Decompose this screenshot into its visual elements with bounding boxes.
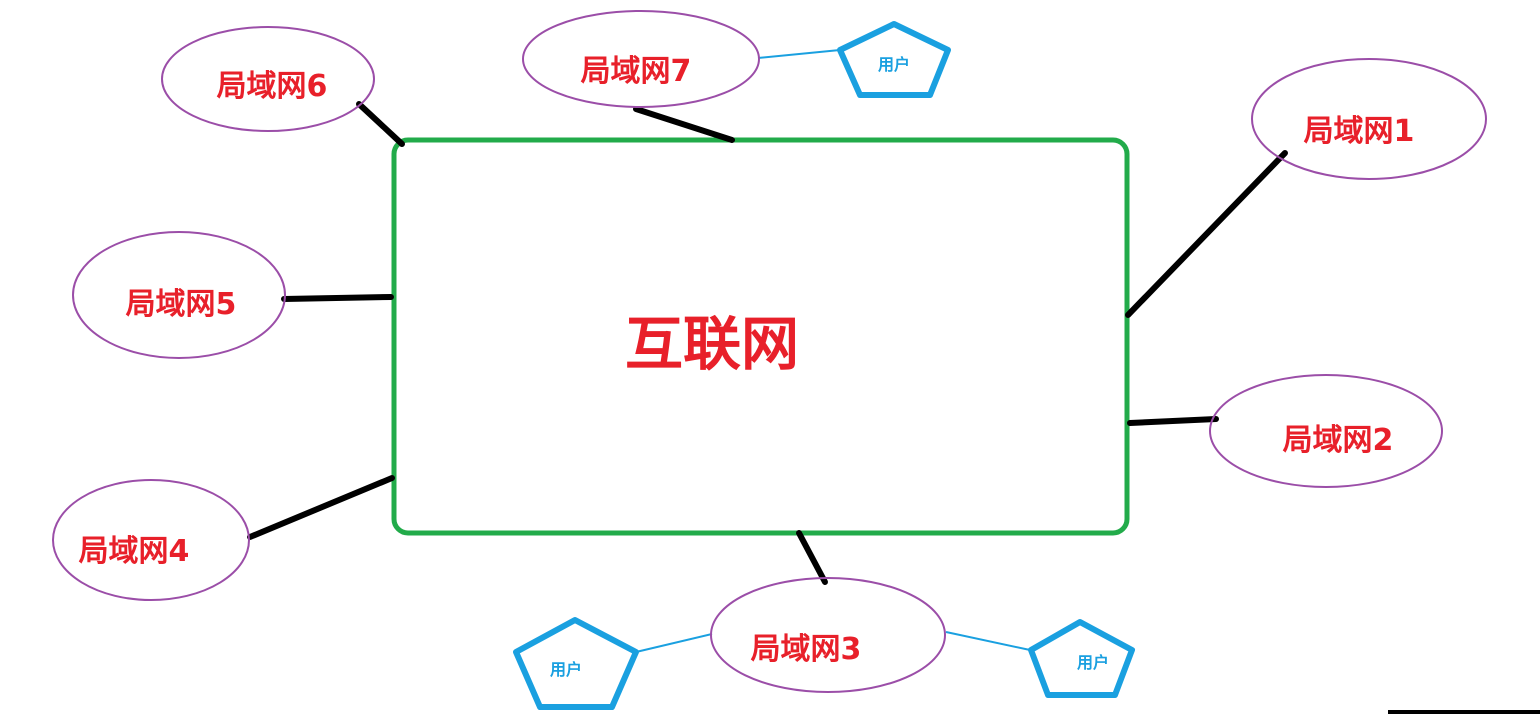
lan6-label: 局域网6 [217, 69, 328, 104]
user-nodes [513, 21, 1135, 710]
lan5-label: 局域网5 [126, 287, 237, 322]
lan3-label: 局域网3 [751, 632, 862, 667]
lan5-ellipse [72, 231, 286, 359]
link-lan7 [633, 106, 735, 143]
lan-links [247, 101, 1288, 585]
internet-box [391, 137, 1130, 536]
link-lan5 [281, 294, 394, 302]
user-label-lan3-left: 用户 [550, 660, 582, 679]
link-user-lan3-right [945, 631, 1031, 651]
link-user-lan7 [757, 49, 841, 59]
lan6-ellipse [161, 26, 375, 132]
internet-label: 互联网 [625, 310, 799, 378]
lan1-ellipse [1251, 58, 1487, 180]
lan-ellipses [52, 10, 1487, 693]
lan2-ellipse [1209, 374, 1443, 488]
user-label-lan7: 用户 [878, 55, 910, 74]
link-lan2 [1127, 416, 1219, 426]
lan4-label: 局域网4 [79, 534, 190, 569]
link-lan3 [796, 530, 828, 585]
user-label-lan3-right: 用户 [1077, 653, 1109, 672]
lan1-label: 局域网1 [1304, 114, 1415, 149]
user-pentagon-lan3-right [1028, 619, 1135, 698]
user-pentagon-lan7 [837, 21, 951, 98]
link-lan1 [1125, 150, 1288, 318]
lan2-label: 局域网2 [1283, 423, 1394, 458]
user-links [635, 49, 1031, 653]
link-user-lan3-left [635, 633, 713, 653]
lan7-ellipse [522, 10, 760, 108]
link-lan4 [247, 475, 395, 540]
link-lan6 [356, 101, 405, 147]
lan3-ellipse [710, 577, 946, 693]
lan7-label: 局域网7 [581, 54, 692, 89]
lan4-ellipse [52, 479, 250, 601]
user-pentagon-lan3-left [513, 617, 639, 710]
